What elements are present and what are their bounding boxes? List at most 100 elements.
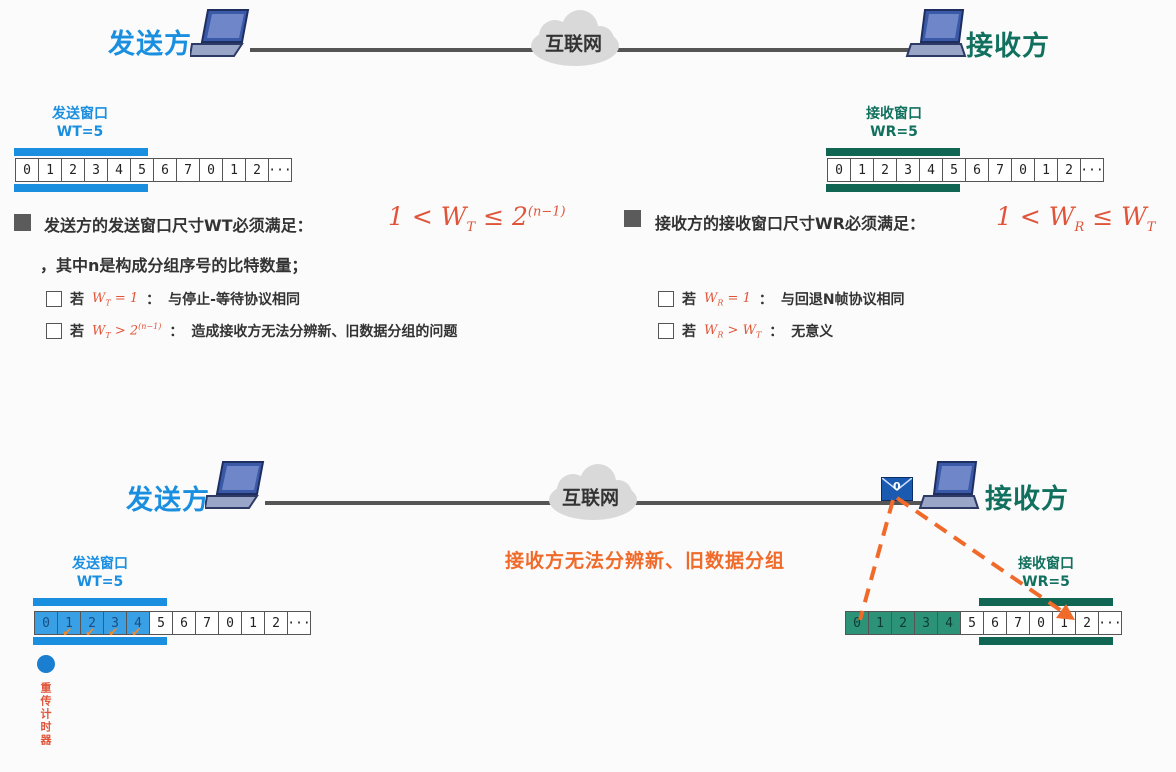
seq-cell: 7 — [988, 158, 1012, 182]
seq-cell: 2 — [891, 611, 915, 635]
seq-cell: 0 — [199, 158, 223, 182]
arrow-to-old-0 — [858, 499, 895, 621]
seq-cell: 1 — [222, 158, 246, 182]
sender-label: 发送方 — [108, 29, 192, 60]
send-window-bar-top — [33, 598, 167, 606]
ack-check-icon: ✔ — [86, 624, 95, 640]
send-note: ，其中n是构成分组序号的比特数量； — [40, 256, 308, 275]
seq-cell: ··· — [1080, 158, 1104, 182]
ack-check-icon: ✔ — [132, 624, 141, 640]
send-formula: 1 < WT ≤ 2(n−1) — [388, 202, 566, 235]
item-formula: WR = 1 — [704, 290, 751, 308]
seq-cell: 0 — [1029, 611, 1053, 635]
seq-cell: 2 — [873, 158, 897, 182]
internet-label: 互联网 — [545, 33, 603, 55]
send-item-2: 若 WT > 2(n−1) ： 造成接收方无法分辨新、旧数据分组的问题 — [46, 321, 457, 341]
item-text: 造成接收方无法分辨新、旧数据分组的问题 — [191, 324, 458, 340]
item-formula: WT > 2(n−1) — [92, 322, 162, 340]
item-prefix: 若 — [70, 324, 84, 340]
recv-window-size-bottom: WR=5 — [1022, 574, 1070, 590]
seq-cell: 1 — [241, 611, 265, 635]
item-text: 与回退N帧协议相同 — [780, 292, 905, 308]
seq-cell: 0 — [34, 611, 58, 635]
sender-laptop-icon — [205, 461, 265, 509]
timer-label: 重传计时器 — [39, 682, 52, 747]
seq-cell: 6 — [983, 611, 1007, 635]
checkbox-icon — [46, 323, 62, 339]
seq-cell: 3✔ — [103, 611, 127, 640]
recv-formula: 1 < WR ≤ WT — [996, 202, 1156, 235]
item-text: 与停止-等待协议相同 — [168, 292, 300, 308]
seq-cell: 1 — [1034, 158, 1058, 182]
seq-cell: 2✔ — [80, 611, 104, 640]
seq-cell: 4 — [107, 158, 131, 182]
seq-cell: 5 — [942, 158, 966, 182]
recv-window-bar-bottom — [826, 184, 960, 192]
receiver-label-bottom: 接收方 — [985, 484, 1069, 515]
send-window-size-bottom: WT=5 — [76, 574, 124, 590]
packet-envelope-icon: 0 — [881, 477, 913, 501]
ack-check-icon: ✔ — [63, 624, 72, 640]
seq-cell: 4✔ — [126, 611, 150, 640]
recv-item-2: 若 WR > WT ： 无意义 — [658, 321, 833, 341]
send-window-bar-top — [14, 148, 148, 156]
seq-cell: 3 — [896, 158, 920, 182]
bullet-square-icon — [14, 214, 31, 231]
seq-cell: 5 — [130, 158, 154, 182]
send-window-title-bottom: 发送窗口 — [72, 556, 128, 572]
send-window-size: WT=5 — [56, 124, 104, 140]
seq-cell: 1 — [868, 611, 892, 635]
recv-window-size: WR=5 — [870, 124, 918, 140]
send-window-bar-bottom — [14, 184, 148, 192]
seq-cell: 3 — [914, 611, 938, 635]
seq-cell: 1 — [1052, 611, 1076, 635]
internet-cloud-icon — [531, 10, 619, 66]
recv-condition: 接收方的接收窗口尺寸WR必须满足： — [655, 214, 925, 233]
item-formula: WT = 1 — [92, 290, 139, 308]
recv-window-bar-top — [979, 598, 1113, 606]
seq-cell: 6 — [153, 158, 177, 182]
seq-cell: 7 — [176, 158, 200, 182]
item-text: 无意义 — [791, 324, 834, 340]
sender-label-bottom: 发送方 — [126, 485, 210, 516]
seq-cell: 0 — [845, 611, 869, 635]
recv-window-bar-bottom — [979, 637, 1113, 645]
seq-cell: ··· — [287, 611, 311, 635]
seq-cell: 6 — [172, 611, 196, 635]
item-prefix: 若 — [70, 292, 84, 308]
seq-cell: 3 — [84, 158, 108, 182]
seq-cell: 2 — [264, 611, 288, 635]
internet-cloud-icon — [549, 464, 637, 520]
seq-cell: 5 — [960, 611, 984, 635]
receiver-label: 接收方 — [966, 31, 1050, 62]
item-prefix: 若 — [682, 292, 696, 308]
seq-cell: 1 — [850, 158, 874, 182]
send-window-bar-bottom — [33, 637, 167, 645]
seq-cell: 5 — [149, 611, 173, 635]
seq-cell: 7 — [195, 611, 219, 635]
send-item-1: 若 WT = 1 ： 与停止-等待协议相同 — [46, 289, 300, 309]
receiver-laptop-icon — [905, 9, 967, 57]
seq-cell: 1 — [38, 158, 62, 182]
seq-cell: 6 — [965, 158, 989, 182]
item-prefix: 若 — [682, 324, 696, 340]
recv-window-title-bottom: 接收窗口 — [1018, 556, 1074, 572]
seq-cell: 2 — [245, 158, 269, 182]
seq-cell: 0 — [1011, 158, 1035, 182]
bullet-square-icon — [624, 210, 641, 227]
overlay-note: 接收方无法分辨新、旧数据分组 — [505, 550, 786, 572]
internet-label-bottom: 互联网 — [562, 487, 620, 509]
seq-cell: 0 — [15, 158, 39, 182]
seq-cell: 2 — [1075, 611, 1099, 635]
timer-icon — [37, 655, 55, 673]
seq-cell: 2 — [61, 158, 85, 182]
seq-cell: 0 — [827, 158, 851, 182]
seq-cell: 4 — [919, 158, 943, 182]
seq-cell: 4 — [937, 611, 961, 635]
seq-cell: 1✔ — [57, 611, 81, 640]
ack-check-icon: ✔ — [109, 624, 118, 640]
item-formula: WR > WT — [704, 322, 762, 340]
